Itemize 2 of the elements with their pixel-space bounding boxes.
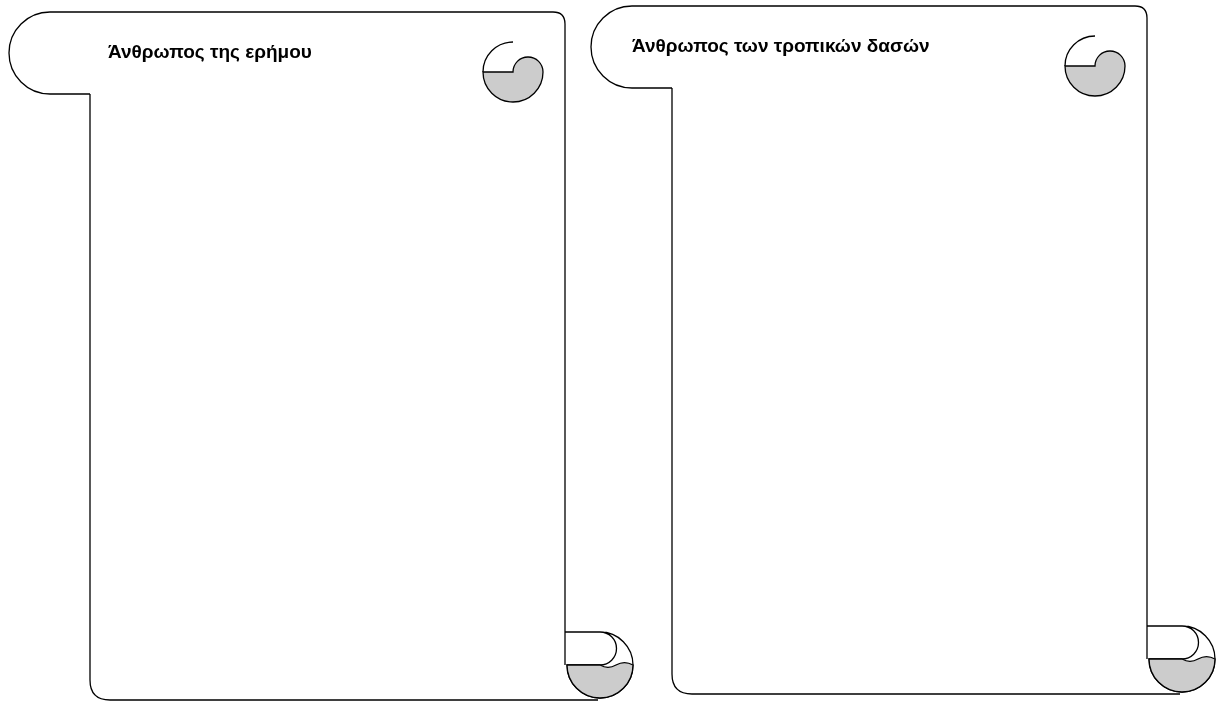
scroll-heading: Άνθρωπος της ερήμου xyxy=(108,40,312,64)
scroll-heading: Άνθρωπος των τροπικών δασών xyxy=(632,34,930,58)
